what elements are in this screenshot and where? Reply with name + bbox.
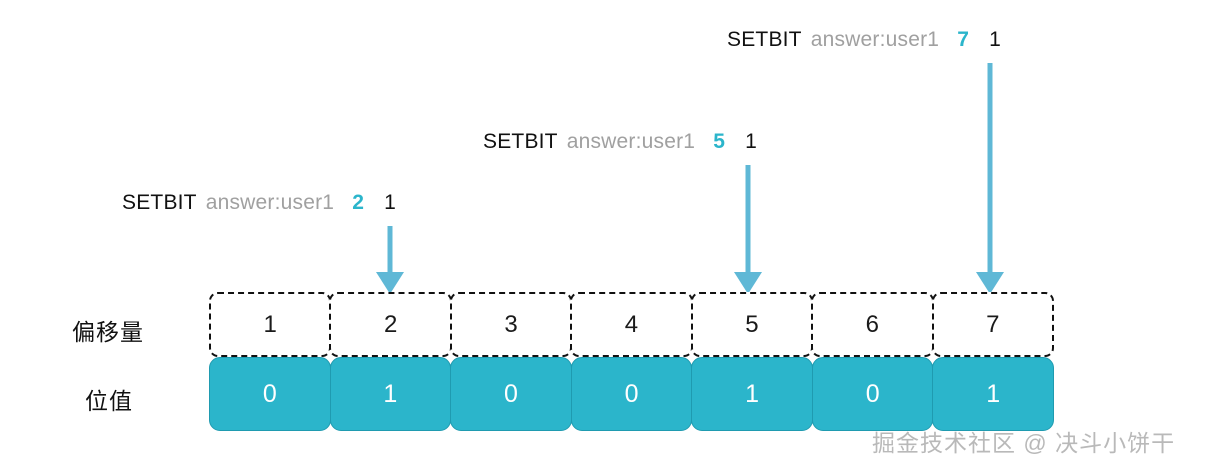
- bitmap-table: 1 2 3 4 5 6 7 0 1 0 0 1 0 1: [209, 292, 1055, 431]
- offset-cell: 1: [209, 292, 332, 357]
- command-name: SETBIT: [727, 28, 802, 51]
- command-value: 1: [989, 28, 1001, 51]
- bit-cell: 1: [691, 357, 813, 431]
- command-name: SETBIT: [483, 130, 558, 153]
- command-name: SETBIT: [122, 191, 197, 214]
- command-value: 1: [745, 130, 757, 153]
- offset-row: 1 2 3 4 5 6 7: [209, 292, 1054, 357]
- bit-cell: 1: [932, 357, 1055, 431]
- command-key: answer:user1: [566, 130, 696, 153]
- bit-cell: 0: [209, 357, 331, 431]
- command-key: answer:user1: [810, 28, 940, 51]
- bit-cell: 0: [450, 357, 572, 431]
- offset-cell: 3: [449, 292, 573, 357]
- command-key: answer:user1: [205, 191, 335, 214]
- bit-cell: 1: [329, 357, 452, 431]
- watermark: 掘金技术社区 @ 决斗小饼干: [872, 430, 1176, 456]
- down-arrow-icon-offset-5: [734, 165, 762, 294]
- bit-cell: 0: [570, 357, 693, 431]
- offset-cell: 5: [690, 292, 814, 357]
- bitvalue-row: 0 1 0 0 1 0 1: [209, 357, 1055, 431]
- down-arrow-icon-offset-7: [976, 63, 1004, 294]
- row-label-offset: 偏移量: [72, 319, 144, 345]
- down-arrow-icon-offset-2: [376, 226, 404, 294]
- bit-cell: 0: [811, 357, 934, 431]
- command-offset: 7: [957, 28, 970, 51]
- offset-cell: 2: [329, 292, 452, 357]
- command-offset: 5: [713, 130, 726, 153]
- command-value: 1: [384, 191, 396, 214]
- offset-cell: 6: [811, 292, 934, 357]
- command-offset: 2: [352, 191, 365, 214]
- offset-cell: 4: [570, 292, 693, 357]
- row-label-bitvalue: 位值: [85, 388, 133, 414]
- offset-cell: 7: [931, 292, 1054, 357]
